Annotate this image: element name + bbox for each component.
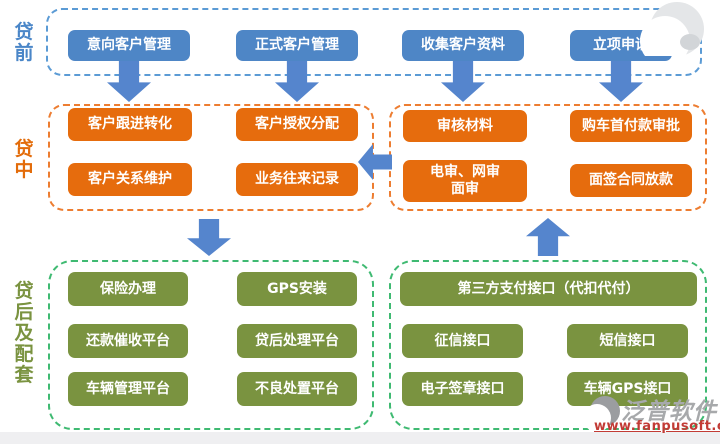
flow-box-credit-api: 征信接口 xyxy=(402,324,523,358)
flow-box-thirdparty-payment-api: 第三方支付接口（代扣代付） xyxy=(400,272,697,306)
up-arrow-icon xyxy=(526,218,570,256)
pre-loan-group-frame xyxy=(46,8,702,76)
flow-box-downpayment-approval: 购车首付款审批 xyxy=(570,110,692,142)
flow-box-customer-authorization: 客户授权分配 xyxy=(236,108,358,141)
flow-box-intent-customer-mgmt: 意向客户管理 xyxy=(68,30,190,61)
corner-swirl-decoration xyxy=(638,0,710,56)
flow-box-phone-web-review: 电审、网审 面审 xyxy=(403,160,527,202)
flow-box-sign-contract-loan: 面签合同放款 xyxy=(570,164,692,197)
flow-box-gps-install: GPS安装 xyxy=(237,272,357,306)
flow-box-esignature-api: 电子签章接口 xyxy=(402,372,523,406)
flow-box-formal-customer-mgmt: 正式客户管理 xyxy=(236,30,358,61)
post-loan-left-group-frame xyxy=(48,260,374,430)
section-label-post-loan: 贷后及配套 xyxy=(14,280,34,386)
flow-box-customer-relation: 客户关系维护 xyxy=(68,163,192,196)
flow-box-sms-api: 短信接口 xyxy=(567,324,688,358)
flow-box-insurance-handling: 保险办理 xyxy=(68,272,188,306)
flow-box-review-materials: 审核材料 xyxy=(403,110,527,142)
decoration-circle xyxy=(680,34,700,50)
section-label-pre-loan: 贷前 xyxy=(14,21,34,64)
watermark-url-text: www.fanpusoft.com xyxy=(594,419,720,434)
fanpu-logo-icon xyxy=(583,396,620,432)
fanpu-logo-swoosh xyxy=(583,404,611,432)
flow-box-business-records: 业务往来记录 xyxy=(236,163,358,196)
flow-box-bad-asset-disposal: 不良处置平台 xyxy=(237,372,357,406)
flow-box-vehicle-mgmt: 车辆管理平台 xyxy=(68,372,188,406)
post-loan-right-group-frame xyxy=(389,260,707,430)
flow-box-customer-followup: 客户跟进转化 xyxy=(68,108,192,141)
flow-box-postloan-platform: 贷后处理平台 xyxy=(237,324,357,358)
section-label-mid-loan: 贷中 xyxy=(14,138,34,181)
flow-box-repayment-collection: 还款催收平台 xyxy=(68,324,188,358)
watermark-brand-text: 泛普软件 xyxy=(621,399,717,425)
bottom-gray-bar xyxy=(0,432,720,444)
flow-box-vehicle-gps-api: 车辆GPS接口 xyxy=(567,372,688,406)
down-arrow-icon xyxy=(187,219,231,256)
watermark: 泛普软件 www.fanpusoft.com xyxy=(583,392,720,434)
flow-box-collect-customer-info: 收集客户资料 xyxy=(402,30,524,61)
